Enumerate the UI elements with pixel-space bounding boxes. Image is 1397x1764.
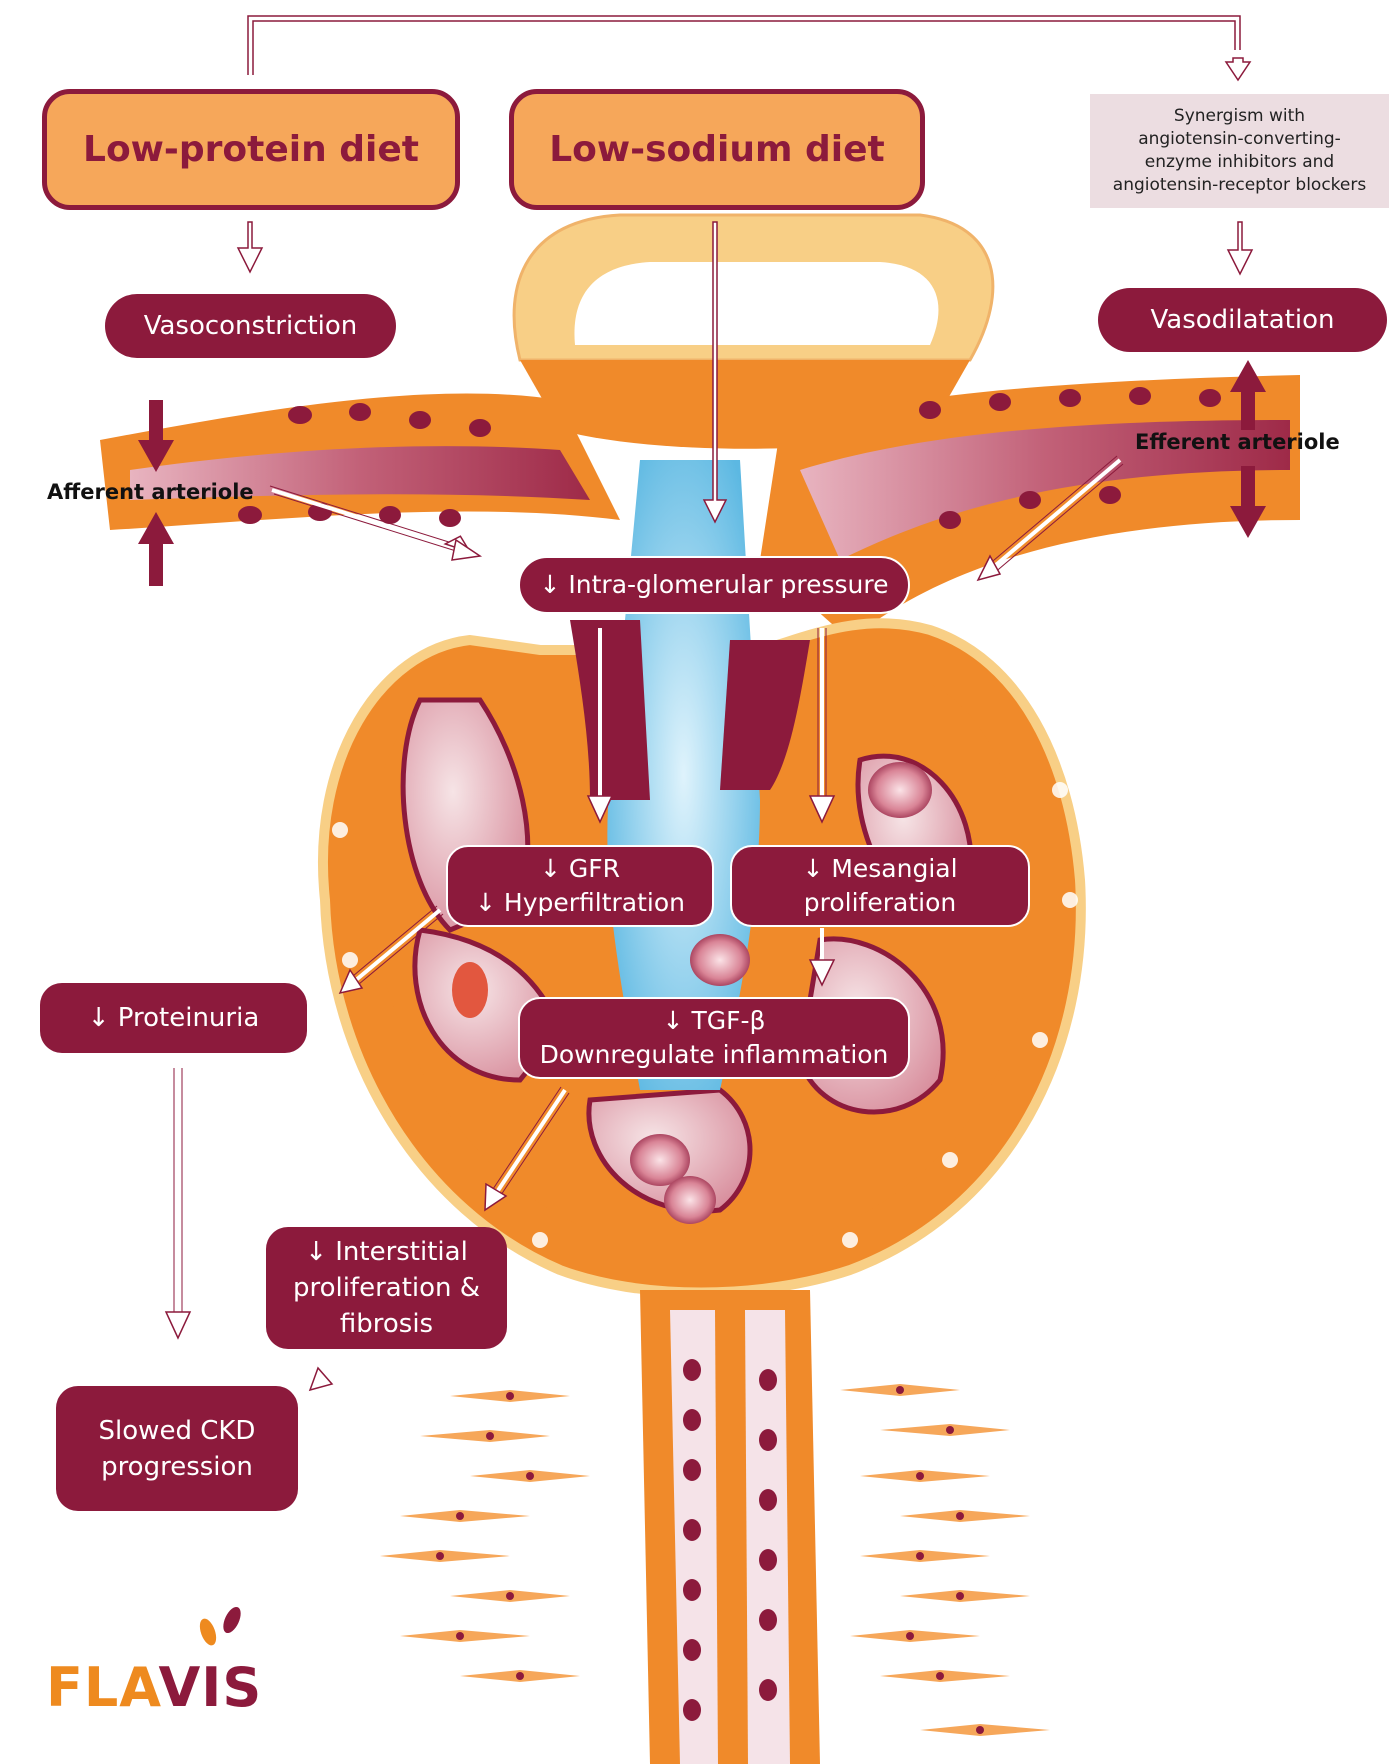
ckd-line-1: Slowed CKD (99, 1413, 256, 1449)
mesangial-box: ↓ Mesangial proliferation (730, 845, 1030, 927)
interstitial-line-2: proliferation & (293, 1270, 480, 1306)
low-sodium-diet-box: Low-sodium diet (509, 89, 925, 210)
ckd-line-2: progression (101, 1449, 253, 1485)
proximal-tubule (640, 1290, 820, 1764)
proteinuria-box: ↓ Proteinuria (40, 983, 307, 1053)
interstitial-line-1: ↓ Interstitial (305, 1234, 468, 1270)
interstitial-line-3: fibrosis (340, 1306, 433, 1342)
afferent-arteriole-label: Afferent arteriole (47, 480, 254, 504)
synergism-line-1: Synergism with (1174, 105, 1305, 128)
tgf-beta-box: ↓ TGF-β Downregulate inflammation (518, 997, 910, 1079)
gfr-line-2: ↓ Hyperfiltration (475, 886, 685, 920)
synergism-line-2: angiotensin-converting- (1138, 128, 1341, 151)
proteinuria-label: ↓ Proteinuria (88, 1003, 260, 1033)
low-protein-diet-label: Low-protein diet (83, 129, 419, 170)
tgf-line-2: Downregulate inflammation (540, 1038, 889, 1072)
afferent-arteriole (100, 394, 620, 530)
vasodilatation-label: Vasodilatation (1151, 305, 1335, 335)
gfr-box: ↓ GFR ↓ Hyperfiltration (446, 845, 714, 927)
vasodilatation-box: Vasodilatation (1098, 288, 1387, 352)
interstitial-fibrosis-box: ↓ Interstitial proliferation & fibrosis (266, 1227, 507, 1349)
efferent-arteriole-label: Efferent arteriole (1135, 430, 1340, 454)
synergism-line-4: angiotensin-receptor blockers (1113, 174, 1366, 197)
synergism-box: Synergism with angiotensin-converting- e… (1090, 94, 1389, 208)
low-protein-diet-box: Low-protein diet (42, 89, 460, 210)
synergism-line-3: enzyme inhibitors and (1145, 151, 1334, 174)
vasoconstriction-label: Vasoconstriction (144, 311, 358, 341)
mesangial-line-1: ↓ Mesangial (802, 852, 957, 886)
logo-leaves (197, 1604, 245, 1647)
logo-text-part2: VIS (158, 1656, 262, 1719)
vasoconstriction-box: Vasoconstriction (105, 294, 396, 358)
flavis-logo: FLAVIS (46, 1656, 262, 1719)
top-connector-line (248, 16, 1240, 75)
slowed-ckd-progression-box: Slowed CKD progression (56, 1386, 298, 1511)
tgf-line-1: ↓ TGF-β (663, 1004, 766, 1038)
intra-glomerular-pressure-box: ↓ Intra-glomerular pressure (518, 556, 910, 614)
low-sodium-diet-label: Low-sodium diet (549, 129, 885, 170)
intra-glomerular-pressure-label: ↓ Intra-glomerular pressure (540, 568, 889, 602)
mesangial-line-2: proliferation (804, 886, 956, 920)
gfr-line-1: ↓ GFR (540, 852, 620, 886)
logo-text-part1: FLA (46, 1656, 158, 1719)
